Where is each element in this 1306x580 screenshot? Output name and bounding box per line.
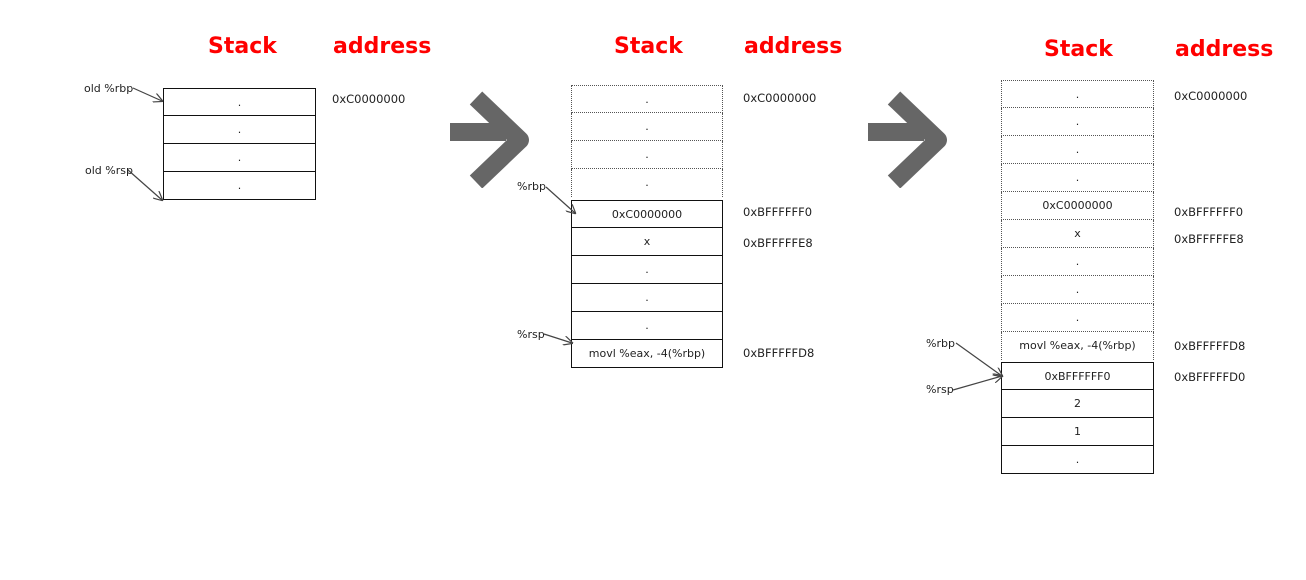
stack-cell: .: [571, 113, 723, 141]
pointer-arrow: [127, 169, 162, 200]
stack-cell: .: [1001, 276, 1154, 304]
stack-cell: .: [1001, 108, 1154, 136]
address-label: 0xBFFFFFE8: [743, 236, 813, 250]
stack-cell: .: [1001, 136, 1154, 164]
stack-cell: .: [163, 116, 316, 144]
pointer-arrow: [543, 333, 572, 343]
register-label-rbp: %rbp: [517, 180, 546, 193]
stack-cell: x: [571, 228, 723, 256]
address-label: 0xBFFFFFF0: [743, 205, 813, 219]
stack-cell: 0xC0000000: [1001, 192, 1154, 220]
stack-cell: .: [1001, 80, 1154, 108]
stack-cell: .: [571, 256, 723, 284]
stack-1: . . . .: [163, 88, 316, 200]
address-label: 0xC0000000: [1174, 89, 1248, 103]
register-label-rsp: %rsp: [517, 328, 545, 341]
address-label: 0xBFFFFFD0: [1174, 370, 1246, 384]
pointer-arrow: [545, 186, 575, 213]
stack-cell: .: [571, 312, 723, 340]
stack-cell: movl %eax, -4(%rbp): [1001, 332, 1154, 360]
stack-cell: .: [163, 172, 316, 200]
address-header-3: address: [1175, 37, 1274, 62]
stack-cell: .: [571, 169, 723, 197]
stack-header-2: Stack: [614, 34, 683, 59]
address-label: 0xBFFFFFE8: [1174, 232, 1244, 246]
stack-header-1: Stack: [208, 34, 277, 59]
stack-cell: .: [163, 144, 316, 172]
register-label-old-rsp: old %rsp: [85, 164, 133, 177]
stack-3: . . . . 0xC0000000 x . . . movl %eax, -4…: [1001, 80, 1154, 474]
pointer-arrow: [132, 87, 162, 101]
pointer-arrow: [955, 342, 1002, 376]
stack-cell: .: [571, 85, 723, 113]
address-label: 0xBFFFFFD8: [743, 346, 815, 360]
right-arrow-icon: [450, 91, 529, 188]
stack-cell: .: [1001, 304, 1154, 332]
stack-cell: .: [571, 141, 723, 169]
stack-cell: .: [1001, 248, 1154, 276]
address-label: 0xC0000000: [743, 91, 817, 105]
register-label-rsp: %rsp: [926, 383, 954, 396]
stack-cell: .: [1001, 446, 1154, 474]
stack-2: . . . . 0xC0000000 x . . . movl %eax, -4…: [571, 85, 723, 368]
stack-cell: 2: [1001, 390, 1154, 418]
stack-cell: 1: [1001, 418, 1154, 446]
stack-cell: movl %eax, -4(%rbp): [571, 340, 723, 368]
stack-header-3: Stack: [1044, 37, 1113, 62]
address-label: 0xBFFFFFF0: [1174, 205, 1244, 219]
register-label-old-rbp: old %rbp: [84, 82, 134, 95]
address-label: 0xC0000000: [332, 92, 406, 106]
pointer-arrow: [952, 376, 1002, 391]
address-label: 0xBFFFFFD8: [1174, 339, 1246, 353]
register-label-rbp: %rbp: [926, 337, 955, 350]
right-arrow-icon: [868, 91, 947, 188]
stack-cell: x: [1001, 220, 1154, 248]
address-header-1: address: [333, 34, 432, 59]
stack-cell: .: [1001, 164, 1154, 192]
address-header-2: address: [744, 34, 843, 59]
stack-cell: .: [571, 284, 723, 312]
